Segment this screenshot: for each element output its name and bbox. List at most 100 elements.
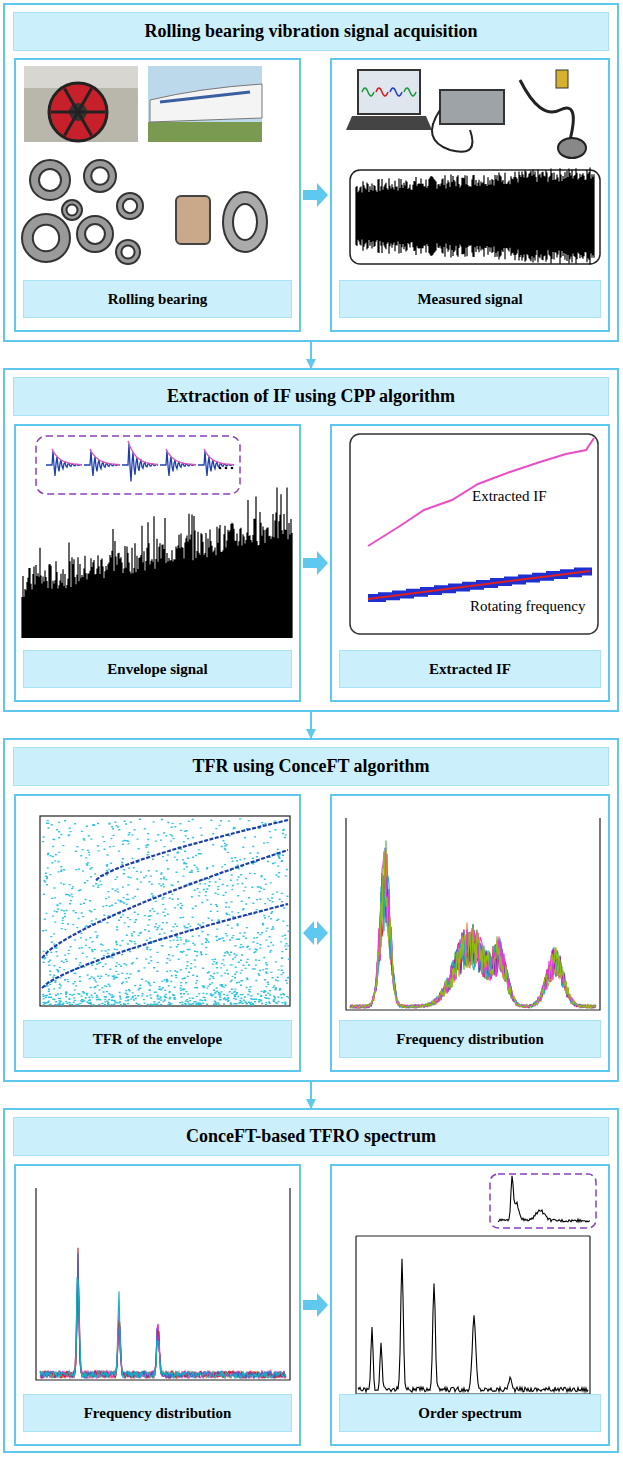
- ellipsis-dots: [225, 467, 228, 470]
- stage-panel: Extraction of IF using CPP algorithmEnve…: [3, 368, 619, 712]
- tfr-ridge: [96, 820, 288, 880]
- cable-icon: [520, 80, 573, 140]
- step-box: Measured signal: [330, 58, 610, 332]
- zoom-frame: [490, 1174, 596, 1228]
- step-label-band: Envelope signal: [23, 650, 292, 688]
- stage-header: ConceFT-based TFRO spectrum: [13, 1117, 609, 1156]
- bearing-photo: [39, 169, 61, 191]
- laptop-icon: [376, 88, 388, 96]
- step-label-band: Extracted IF: [339, 650, 601, 688]
- bearing-photo: [116, 240, 140, 264]
- sensor-icon: [556, 70, 568, 88]
- order-spectrum: [358, 1259, 588, 1392]
- step-label-band: Measured signal: [339, 280, 601, 318]
- step-box: Envelope signal: [14, 424, 301, 702]
- tbm-cutter: [78, 111, 105, 114]
- bearing-photo: [67, 205, 78, 216]
- cable-icon: [432, 110, 473, 152]
- bearing-photo: [233, 204, 257, 240]
- bearing-photo: [91, 167, 109, 185]
- stage-header: Extraction of IF using CPP algorithm: [13, 377, 609, 416]
- laptop-icon: [346, 116, 432, 130]
- tbm-photo: [24, 66, 138, 142]
- envelope-signal: [22, 488, 292, 639]
- train-photo: [148, 66, 262, 142]
- stage-panel: TFR using ConceFT algorithmTFR of the en…: [3, 738, 619, 1082]
- laptop-icon: [358, 70, 420, 114]
- tbm-cutter: [78, 89, 92, 112]
- bearing-photo: [84, 160, 116, 192]
- step-box: Frequency distribution: [330, 794, 610, 1072]
- stage-title: ConceFT-based TFRO spectrum: [186, 1126, 436, 1147]
- frequency-distribution: [40, 1279, 286, 1378]
- tfr-ridge: [42, 850, 288, 958]
- bearing-photo: [85, 224, 105, 244]
- flow-arrow: [310, 1082, 312, 1108]
- laptop-icon: [404, 88, 416, 96]
- step-label-band: Frequency distribution: [23, 1394, 292, 1432]
- frequency-distribution: [350, 849, 596, 1008]
- step-label-band: TFR of the envelope: [23, 1020, 292, 1058]
- tbm-cutter: [51, 111, 78, 114]
- curve-label: Rotating frequency: [470, 598, 585, 615]
- spectrum-frame: [36, 1188, 290, 1380]
- tfr-points: [42, 818, 290, 1005]
- step-label-band: Frequency distribution: [339, 1020, 601, 1058]
- step-label: Frequency distribution: [84, 1405, 232, 1422]
- flow-arrow: [310, 342, 312, 368]
- rotating-line: [368, 571, 590, 599]
- tfr-frame: [40, 816, 290, 1006]
- step-label: TFR of the envelope: [93, 1031, 223, 1048]
- bearing-photo: [33, 225, 59, 251]
- bearing-photo: [22, 214, 70, 262]
- stage-panel: ConceFT-based TFRO spectrumFrequency dis…: [3, 1108, 619, 1453]
- ellipsis-dots: [231, 467, 234, 470]
- frequency-distribution: [350, 841, 596, 1008]
- bearing-photo: [30, 160, 70, 200]
- step-box: Frequency distribution: [14, 1164, 301, 1446]
- bearing-photo: [121, 245, 134, 258]
- ellipsis-dots: [219, 467, 222, 470]
- step-box: Order spectrum: [330, 1164, 610, 1446]
- curve-label: Extracted IF: [472, 488, 547, 505]
- tfr-ridge: [42, 904, 288, 988]
- laptop-icon: [390, 88, 402, 96]
- block-arrow: [303, 551, 328, 575]
- rotating-band: [368, 572, 592, 599]
- spectrum-frame: [356, 1236, 590, 1394]
- stage-header: TFR using ConceFT algorithm: [13, 747, 609, 786]
- tbm-cutter: [65, 112, 79, 135]
- step-box: Rolling bearing: [14, 58, 301, 332]
- measured-signal: [356, 167, 594, 264]
- step-label: Frequency distribution: [396, 1031, 544, 1048]
- bearing-photo: [117, 193, 143, 219]
- step-label: Order spectrum: [418, 1405, 521, 1422]
- order-spectrum-zoom: [498, 1176, 590, 1222]
- spectrum-frame: [356, 1235, 590, 1236]
- step-label: Extracted IF: [429, 661, 511, 678]
- bearing-photo: [62, 200, 82, 220]
- bearing-photo: [77, 216, 113, 252]
- block-arrow: [303, 921, 328, 945]
- step-label-band: Rolling bearing: [23, 280, 292, 318]
- stage-title: TFR using ConceFT algorithm: [192, 756, 429, 777]
- train-photo: [160, 92, 250, 102]
- sensor-icon: [558, 138, 586, 158]
- step-box: Extracted IF: [330, 424, 610, 702]
- step-label-band: Order spectrum: [339, 1394, 601, 1432]
- stage-title: Extraction of IF using CPP algorithm: [167, 386, 455, 407]
- tbm-cutter: [49, 83, 107, 141]
- laptop-icon: [362, 88, 374, 96]
- spectrum-frame: [346, 818, 600, 1010]
- bearing-photo: [223, 192, 267, 252]
- bearing-photo: [123, 199, 137, 213]
- daq-icon: [440, 90, 504, 124]
- frequency-distribution: [350, 851, 596, 1008]
- stage-header: Rolling bearing vibration signal acquisi…: [13, 12, 609, 51]
- stage-title: Rolling bearing vibration signal acquisi…: [144, 21, 477, 42]
- block-arrow: [303, 183, 328, 207]
